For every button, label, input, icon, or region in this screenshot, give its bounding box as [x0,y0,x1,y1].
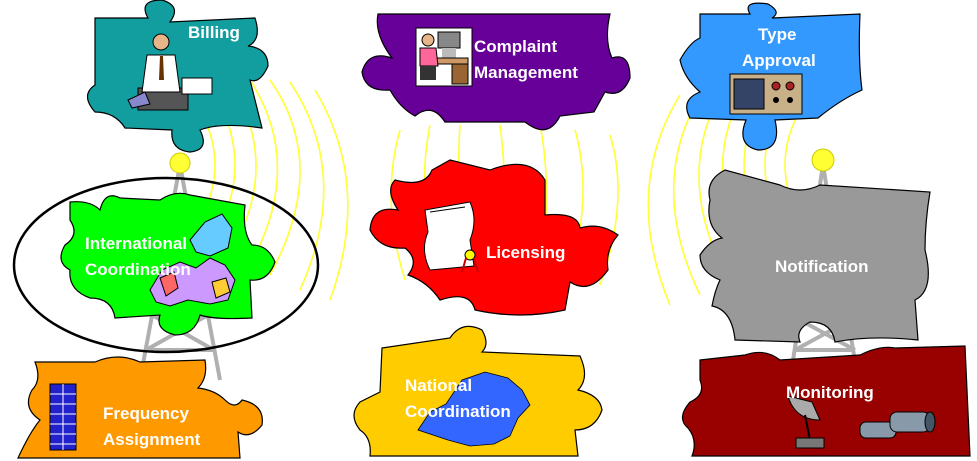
right-tower-beacon-icon [811,148,835,172]
frequency-label-line1: Frequency [103,404,190,423]
national-label-line2: Coordination [405,402,511,421]
left-tower-beacon-icon [169,152,191,174]
international-label-line2: Coordination [85,260,191,279]
complaint-label-line1: Complaint [474,37,557,56]
licensing-piece-shape [369,159,619,316]
satellite-dish-icon [787,395,825,449]
notification-label: Notification [775,257,869,276]
frequency-label-line2: Assignment [103,430,201,449]
binoculars-icon [859,411,936,439]
highlight-ellipse [12,176,320,354]
type-approval-label-line2: Approval [742,51,816,70]
international-coordination-piece: International Coordination [60,192,276,336]
national-coordination-piece: National Coordination [353,325,603,457]
certificate-scroll-icon [424,201,479,273]
licensing-label: Licensing [486,243,565,262]
frequency-table-icon [49,383,77,451]
frequency-assignment-piece: Frequency Assignment [17,356,263,459]
china-map-icon [417,371,531,447]
monitoring-piece: Monitoring [681,345,971,457]
person-at-computer-desk-icon [415,27,473,87]
test-equipment-icon [729,73,803,115]
type-approval-piece: Type Approval [679,2,863,151]
type-approval-label-line1: Type [758,25,796,44]
national-label-line1: National [405,376,472,395]
monitoring-label: Monitoring [786,383,874,402]
billing-piece: Billing [86,0,269,153]
licensing-piece: Licensing [369,159,619,316]
notification-piece-shape [699,169,931,343]
frequency-piece-shape [17,356,263,459]
international-label-line1: International [85,234,187,253]
europe-map-icon [149,213,236,307]
complaint-management-piece: Complaint Management [361,13,631,131]
person-at-ticker-machine-icon [127,33,213,111]
billing-label: Billing [188,23,240,42]
complaint-label-line2: Management [474,63,578,82]
notification-piece: Notification [699,169,931,343]
